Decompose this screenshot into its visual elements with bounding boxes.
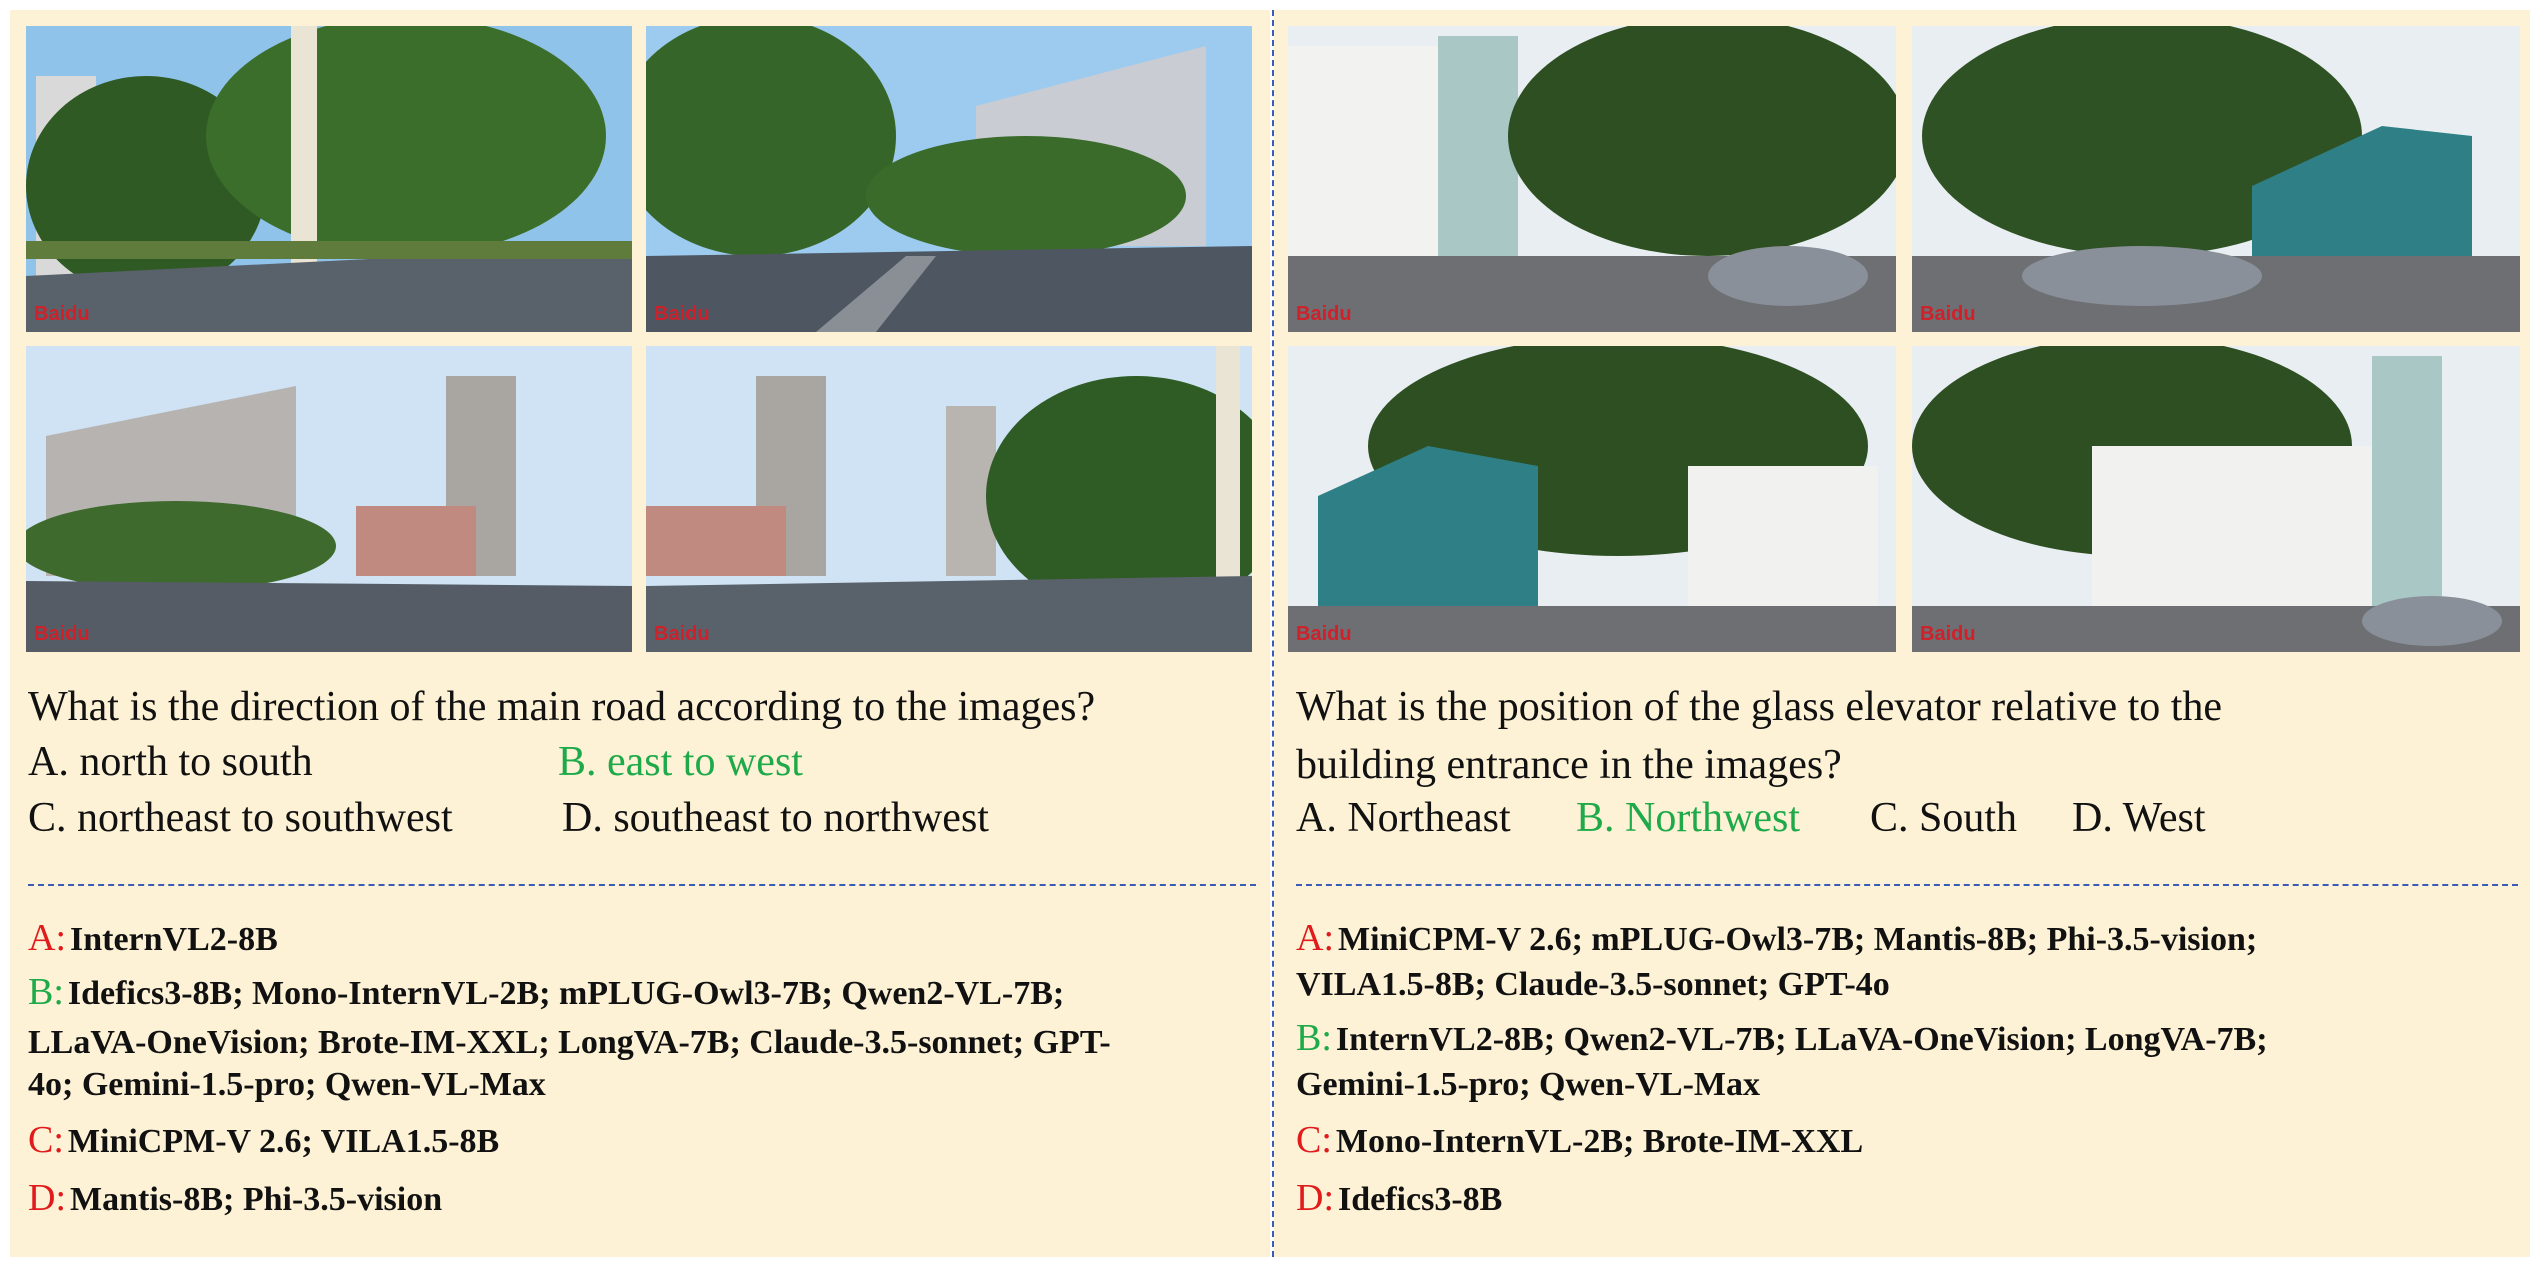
building-photo-2: Baidu [1912,26,2520,332]
right-answer-a: A: MiniCPM-V 2.6; mPLUG-Owl3-7B; Mantis-… [1296,916,2257,960]
answer-letter: D: [1296,1177,1334,1219]
street-photo-1: Baidu [26,26,632,332]
left-option-c: C. northeast to southwest [28,795,453,841]
right-question-line2: building entrance in the images? [1296,742,1842,788]
baidu-logo: Baidu [34,623,90,645]
answer-letter: C: [28,1119,64,1161]
right-option-a: A. Northeast [1296,795,1511,841]
answer-letter: A: [28,917,66,959]
answer-letter: B: [28,971,64,1013]
baidu-logo: Baidu [654,623,710,645]
answer-letter: D: [28,1177,66,1219]
answer-models: Idefics3-8B [1338,1181,1503,1218]
answer-models: Mono-InternVL-2B; Brote-IM-XXL [1335,1123,1864,1160]
left-answer-c: C: MiniCPM-V 2.6; VILA1.5-8B [28,1118,499,1162]
answer-models: Idefics3-8B; Mono-InternVL-2B; mPLUG-Owl… [67,975,1065,1012]
answer-letter: A: [1296,917,1334,959]
building-photo-1: Baidu [1288,26,1896,332]
answer-models: InternVL2-8B; Qwen2-VL-7B; LLaVA-OneVisi… [1335,1021,2268,1058]
building-photo-4: Baidu [1912,346,2520,652]
answer-models: InternVL2-8B [70,921,278,958]
baidu-logo: Baidu [654,303,710,325]
left-answer-a: A: InternVL2-8B [28,916,278,960]
right-question-line1: What is the position of the glass elevat… [1296,684,2223,730]
answer-models: Mantis-8B; Phi-3.5-vision [70,1181,443,1218]
street-photo-3: Baidu [26,346,632,652]
answer-models: MiniCPM-V 2.6; mPLUG-Owl3-7B; Mantis-8B;… [1338,921,2258,958]
left-answer-d: D: Mantis-8B; Phi-3.5-vision [28,1176,442,1220]
right-option-b: B. Northwest [1576,795,1800,841]
baidu-logo: Baidu [1920,303,1976,325]
right-answer-d: D: Idefics3-8B [1296,1176,1502,1220]
left-answer-divider [28,884,1256,886]
right-answer-b: B: InternVL2-8B; Qwen2-VL-7B; LLaVA-OneV… [1296,1016,2268,1060]
left-answer-b: B: Idefics3-8B; Mono-InternVL-2B; mPLUG-… [28,970,1064,1014]
left-option-a: A. north to south [28,739,313,785]
right-question: What is the position of the glass elevat… [1296,678,2222,794]
left-answer-b-line3: 4o; Gemini-1.5-pro; Qwen-VL-Max [28,1066,546,1103]
right-answer-b-line2: Gemini-1.5-pro; Qwen-VL-Max [1296,1066,1760,1103]
left-question: What is the direction of the main road a… [28,684,1096,730]
left-option-d: D. southeast to northwest [562,795,989,841]
street-photo-4: Baidu [646,346,1252,652]
baidu-logo: Baidu [1920,623,1976,645]
right-option-d: D. West [2072,795,2206,841]
answer-letter: B: [1296,1017,1332,1059]
left-answer-b-line2: LLaVA-OneVision; Brote-IM-XXL; LongVA-7B… [28,1024,1111,1061]
building-photo-3: Baidu [1288,346,1896,652]
baidu-logo: Baidu [34,303,90,325]
answer-models: MiniCPM-V 2.6; VILA1.5-8B [67,1123,500,1160]
right-answer-divider [1296,884,2518,886]
left-option-b: B. east to west [558,739,803,785]
right-option-c: C. South [1870,795,2018,841]
answer-letter: C: [1296,1119,1332,1161]
street-photo-2: Baidu [646,26,1252,332]
vertical-divider [1272,10,1274,1257]
right-answer-c: C: Mono-InternVL-2B; Brote-IM-XXL [1296,1118,1863,1162]
baidu-logo: Baidu [1296,303,1352,325]
right-answer-a-line2: VILA1.5-8B; Claude-3.5-sonnet; GPT-4o [1296,966,1890,1003]
baidu-logo: Baidu [1296,623,1352,645]
